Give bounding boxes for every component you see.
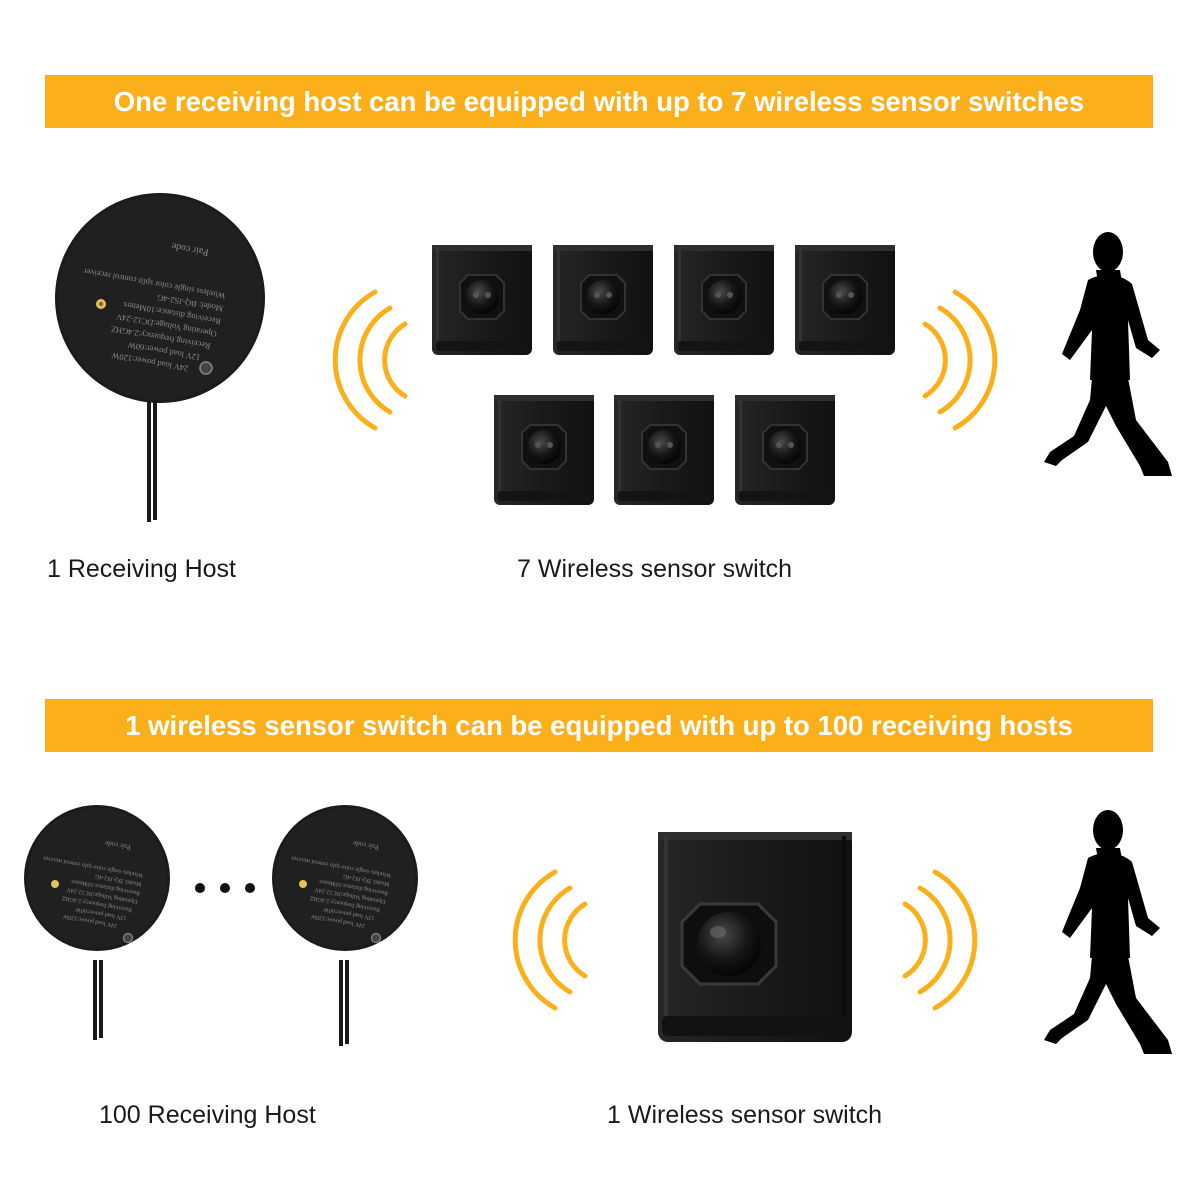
walking-person-icon xyxy=(1044,810,1172,1054)
ellipsis-icon xyxy=(195,883,255,893)
section1-banner: One receiving host can be equipped with … xyxy=(45,75,1153,128)
wireless-signal-icon xyxy=(925,292,995,428)
sensor-switch xyxy=(673,244,775,356)
sensor-switch xyxy=(734,394,836,506)
sensor-switch-group xyxy=(431,244,896,506)
sensor-switch-caption: 7 Wireless sensor switch xyxy=(517,555,793,583)
receiving-host-caption: 1 Receiving Host xyxy=(47,555,236,583)
sensor-switch-caption: 1 Wireless sensor switch xyxy=(607,1101,883,1129)
section2-banner: 1 wireless sensor switch can be equipped… xyxy=(45,699,1153,752)
wireless-signal-icon xyxy=(335,292,405,428)
wireless-signal-icon xyxy=(905,872,975,1008)
sensor-switch-large xyxy=(658,832,852,1042)
receiving-host-device: 24V load power:120W 12V load power:60W R… xyxy=(55,193,265,522)
sensor-switch xyxy=(431,244,533,356)
receiving-host-device: 24V load power:120W 12V load power:60W R… xyxy=(24,805,170,1040)
sensor-switch xyxy=(794,244,896,356)
sensor-switch xyxy=(493,394,595,506)
sensor-switch xyxy=(552,244,654,356)
receiving-host-caption: 100 Receiving Host xyxy=(99,1101,316,1129)
sensor-switch xyxy=(613,394,715,506)
walking-person-icon xyxy=(1044,232,1172,476)
receiving-host-device: 24V load power:120W 12V load power:60W R… xyxy=(272,805,418,1046)
wireless-signal-icon xyxy=(515,872,585,1008)
